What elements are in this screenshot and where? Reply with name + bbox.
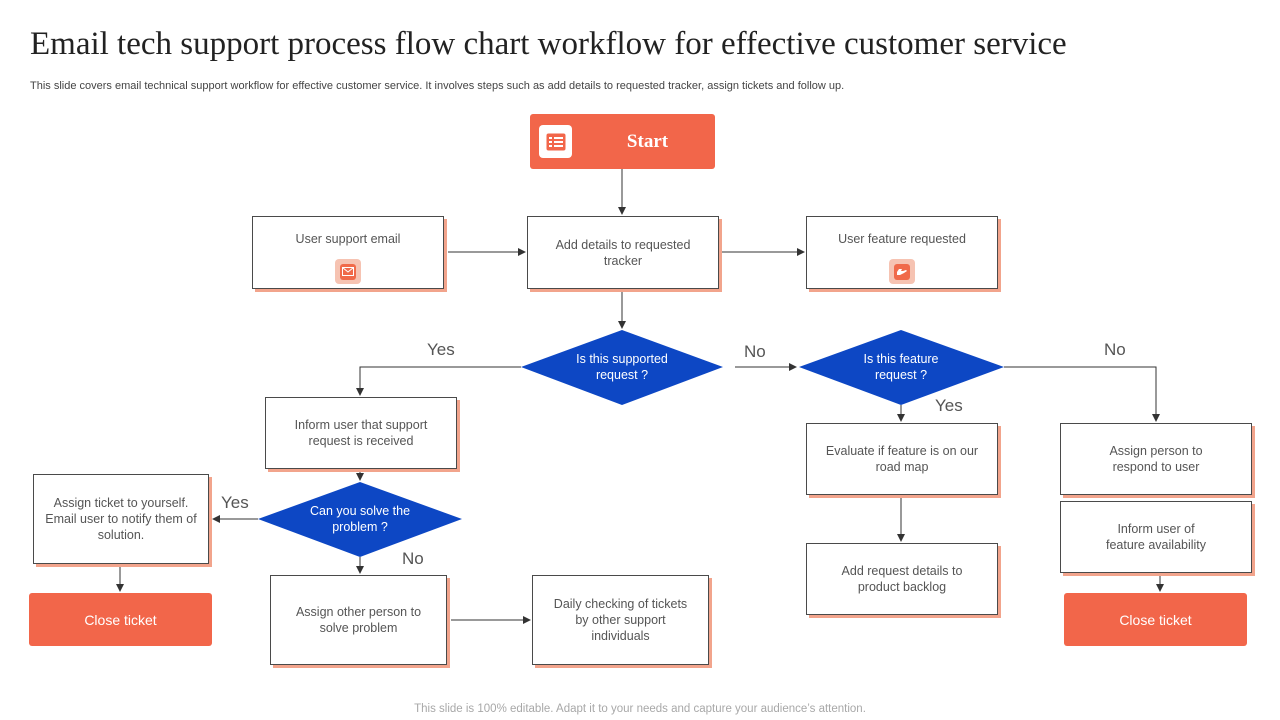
add-details-box: Add details to requested tracker (527, 216, 719, 289)
assign-yourself-box: Assign ticket to yourself. Email user to… (33, 474, 209, 564)
decision-diamond-supported (521, 330, 723, 405)
supported-no-label: No (744, 342, 766, 361)
user-feature-requested-label: User feature requested (838, 232, 966, 246)
can-solve-label: Can you solve the problem ? (309, 504, 411, 534)
feature-yes-label: Yes (935, 396, 963, 415)
feature-no-label: No (1104, 340, 1126, 359)
add-details-label: Add details to requested tracker (555, 237, 691, 268)
add-backlog-label: Add request details to product backlog (841, 564, 963, 594)
user-support-email-box: User support email (252, 216, 444, 289)
page-subtitle: This slide covers email technical suppor… (30, 80, 845, 92)
envelope-icon (335, 259, 361, 284)
close-ticket-left-button[interactable]: Close ticket (29, 593, 212, 646)
decision-diamond-solve (258, 482, 462, 557)
solve-no-label: No (402, 549, 424, 568)
evaluate-feature-box: Evaluate if feature is on our road map (806, 423, 998, 495)
user-support-email-label: User support email (295, 232, 401, 246)
close-ticket-right-button[interactable]: Close ticket (1064, 593, 1247, 646)
is-supported-label: Is this supported request ? (576, 352, 668, 382)
connector-feature-no (1004, 366, 1160, 422)
daily-checking-box: Daily checking of tickets by other suppo… (532, 575, 709, 665)
assign-person-box: Assign person to respond to user (1060, 423, 1252, 495)
assign-other-label: Assign other person to solve problem (295, 605, 422, 635)
add-backlog-box: Add request details to product backlog (806, 543, 998, 615)
is-feature-label: Is this feature request ? (863, 352, 939, 382)
footer-note: This slide is 100% editable. Adapt it to… (414, 703, 866, 715)
connector-supported-yes (356, 366, 521, 396)
evaluate-feature-label: Evaluate if feature is on our road map (825, 444, 979, 474)
hand-icon (889, 259, 915, 284)
user-feature-requested-box: User feature requested (806, 216, 998, 289)
start-node: Start (530, 114, 715, 169)
assign-other-box: Assign other person to solve problem (270, 575, 447, 665)
inform-availability-box: Inform user of feature availability (1060, 501, 1252, 573)
inform-user-box: Inform user that support request is rece… (265, 397, 457, 469)
inform-user-label: Inform user that support request is rece… (294, 418, 428, 448)
inform-availability-label: Inform user of feature availability (1105, 522, 1207, 552)
solve-yes-label: Yes (221, 493, 249, 512)
page-title: Email tech support process flow chart wo… (30, 26, 1067, 62)
assign-person-label: Assign person to respond to user (1109, 444, 1203, 474)
supported-yes-label: Yes (427, 340, 455, 359)
start-label: Start (626, 130, 669, 152)
assign-yourself-label: Assign ticket to yourself. Email user to… (45, 496, 197, 542)
daily-checking-label: Daily checking of tickets by other suppo… (553, 597, 688, 643)
checklist-icon (539, 125, 572, 158)
decision-diamond-feature (799, 330, 1004, 405)
